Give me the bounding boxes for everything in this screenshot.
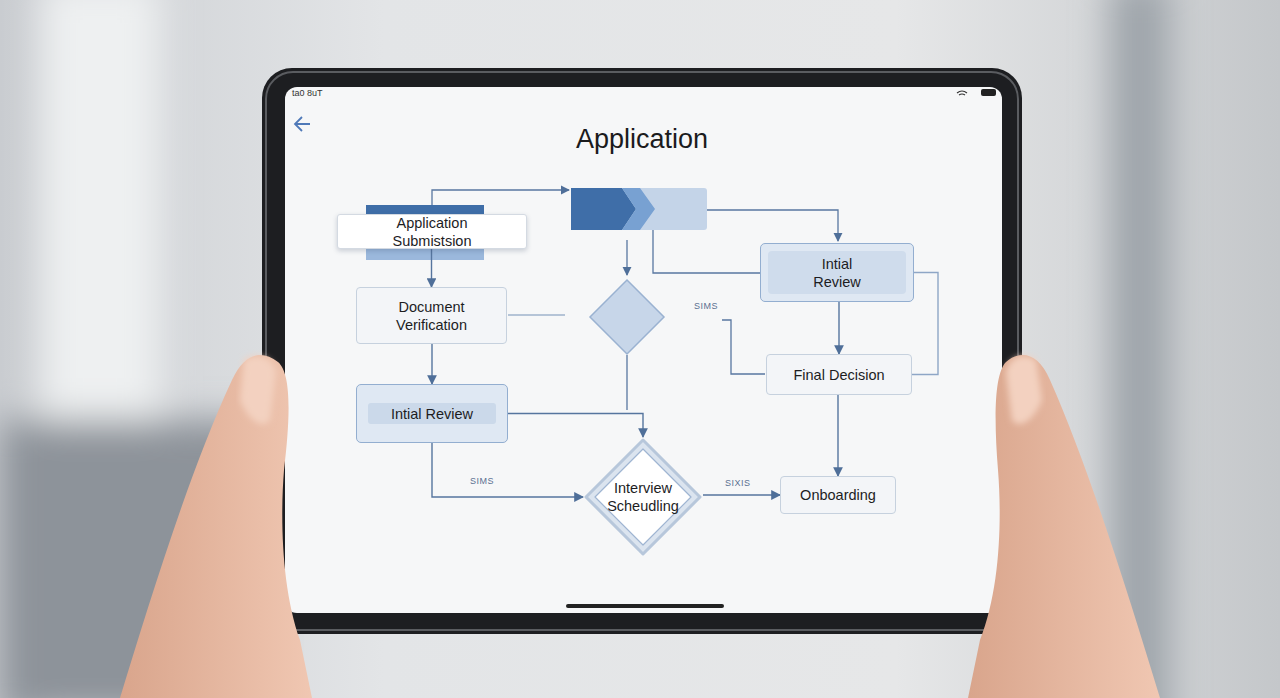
connector (432, 443, 583, 497)
background-blur (0, 0, 1170, 698)
diagram-title: Application (576, 124, 708, 155)
home-indicator (566, 604, 724, 608)
edge-label: SIXIS (725, 478, 751, 488)
node-text: Application Submistsion (376, 214, 488, 250)
node-text: Intial Review (391, 405, 473, 423)
process-box: Final Decision (766, 354, 912, 395)
connector (431, 249, 432, 287)
inner-panel: Intial Review (368, 403, 496, 424)
right-hand (968, 355, 1160, 698)
leader-line (707, 210, 838, 241)
process-box: Application Submistsion (337, 214, 527, 249)
connector (703, 494, 780, 495)
chevron-box (571, 188, 707, 230)
diamond-border (586, 440, 700, 554)
node-text: Document Verification (376, 298, 488, 334)
inner-panel: Intial Review (768, 251, 906, 294)
connector (431, 344, 432, 384)
leader-line (653, 230, 760, 273)
process-box: Onboarding (780, 476, 896, 514)
leader-line (626, 240, 627, 275)
node-text: Interview Scheudling (601, 479, 685, 515)
tablet-edge (266, 72, 1018, 630)
process-box: Intial Review (356, 384, 508, 443)
leader-line (626, 355, 627, 410)
leader-line (508, 314, 565, 315)
decision-diamond: Interview Scheudling (583, 437, 703, 557)
line-label: SIMS (694, 301, 718, 311)
battery-icon (981, 89, 996, 96)
diamond-outline (583, 437, 703, 557)
left-thumb (240, 356, 276, 424)
decision-diamond (590, 280, 664, 354)
connector (508, 414, 643, 438)
connector (837, 395, 838, 476)
edge-label: SIMS (470, 476, 494, 486)
tablet-frame (262, 68, 1022, 634)
status-text: ta0 8uT (292, 88, 323, 98)
node-text: Onboarding (800, 486, 876, 504)
left-hand (120, 355, 312, 698)
screen (285, 87, 1002, 613)
node-text: Intial Review (802, 255, 872, 291)
node-text: Final Decision (793, 366, 884, 384)
diamond-face (595, 449, 691, 545)
process-box: Intial Review (760, 243, 914, 302)
chevron (622, 188, 655, 230)
connector (912, 273, 938, 375)
connector (838, 302, 839, 354)
wifi-icon (957, 91, 967, 95)
right-thumb (1006, 356, 1042, 424)
back-arrow (295, 117, 310, 131)
process-box: Document Verification (356, 287, 507, 344)
leader-line (722, 320, 765, 374)
leader-line (432, 190, 569, 205)
